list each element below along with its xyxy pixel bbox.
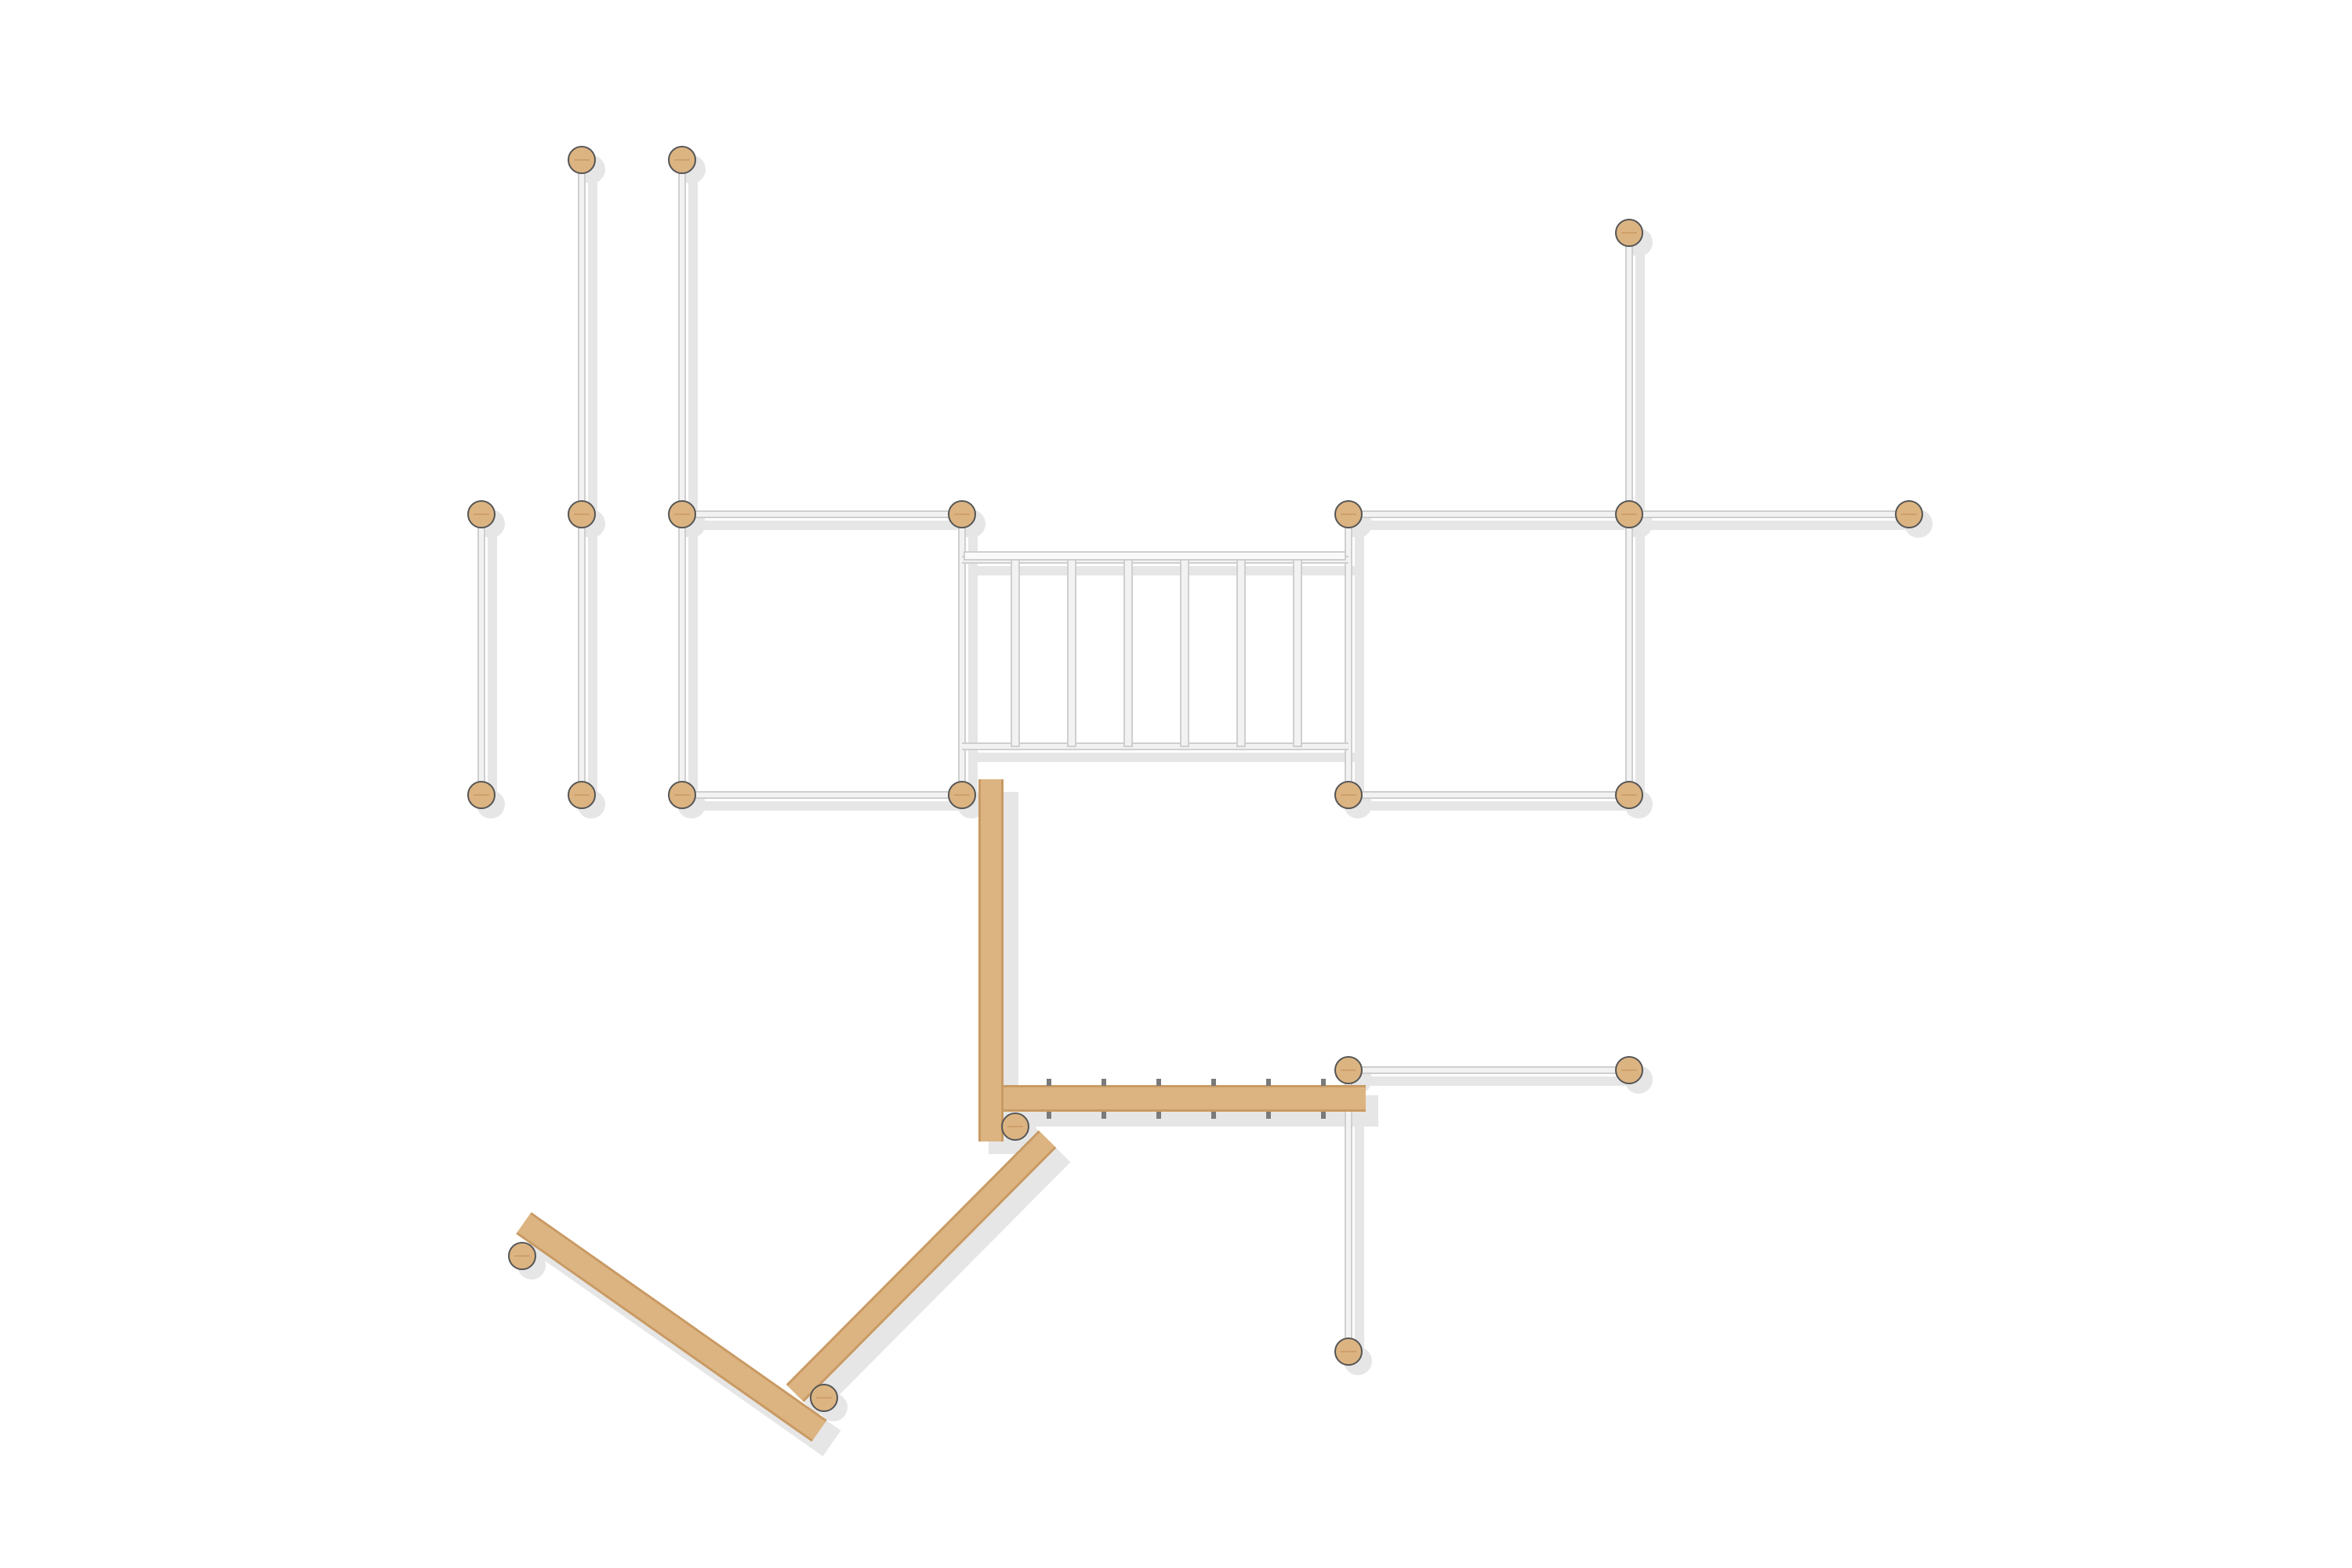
- bridge-top-rail: [964, 551, 1346, 561]
- log-bracket: [1321, 1112, 1326, 1119]
- bridge-slat: [1123, 559, 1133, 747]
- log: [787, 1131, 1055, 1401]
- bridge-slat: [1180, 559, 1189, 747]
- bridge-slat: [1293, 559, 1302, 747]
- log: [517, 1214, 826, 1440]
- post-layer: [467, 146, 1923, 1412]
- bridge: [964, 551, 1346, 747]
- log-bracket: [1211, 1112, 1216, 1119]
- log-bracket: [1321, 1079, 1326, 1086]
- bridge-slat: [1236, 559, 1246, 747]
- bridge-slat: [1067, 559, 1076, 747]
- log-bracket: [1102, 1079, 1106, 1086]
- log-bracket: [1211, 1079, 1216, 1086]
- log-bracket: [1266, 1112, 1271, 1119]
- log-bracket: [1047, 1112, 1051, 1119]
- log-shadow: [797, 1141, 1071, 1417]
- bridge-slat: [1011, 559, 1020, 747]
- log-bracket: [1266, 1079, 1271, 1086]
- log-bracket: [1047, 1079, 1051, 1086]
- log-layer: [516, 779, 1366, 1442]
- log-bracket: [1102, 1112, 1106, 1119]
- log-bracket: [1156, 1112, 1161, 1119]
- log-bracket: [1156, 1079, 1161, 1086]
